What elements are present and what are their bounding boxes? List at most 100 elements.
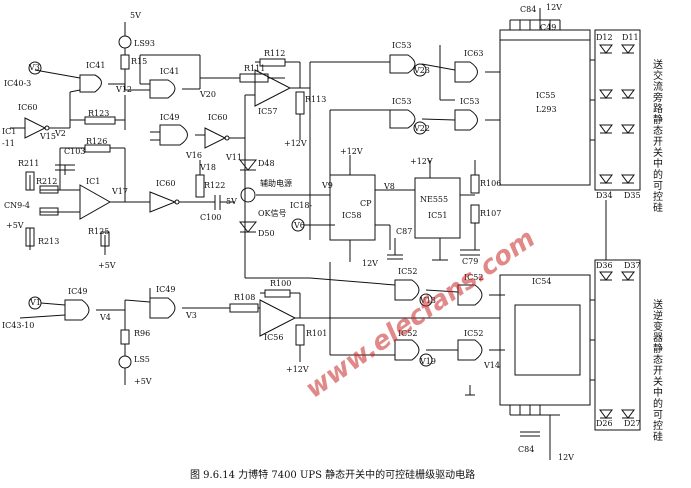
ic52-gate-a (394, 279, 420, 301)
label-12v-b: +12V (340, 147, 363, 156)
label-5v-d: 5V (226, 197, 237, 206)
label-d11: D11 (622, 33, 639, 42)
label-c84-bot: C84 (518, 445, 535, 454)
label-ic49-c: IC49 (156, 285, 176, 294)
ic63-gate (454, 61, 478, 83)
label-ne555: NE555 (420, 195, 449, 204)
label-aux: 辅助电源 (260, 179, 292, 188)
label-ic54: IC54 (532, 277, 552, 286)
label-r15: R15 (131, 57, 148, 66)
label-d27: D27 (624, 419, 641, 428)
label-d34: D34 (596, 191, 613, 200)
label-v19: V19 (420, 357, 436, 366)
label-d50: D50 (258, 229, 275, 238)
label-r213: R213 (38, 237, 60, 246)
ic52-gate-d (457, 339, 483, 361)
label-12v-e: +12V (286, 365, 309, 374)
label-v8: V8 (384, 182, 395, 191)
side-note-inverter: 送逆变器静态开关中的可控硅 (653, 300, 663, 443)
label-d37: D37 (624, 261, 641, 270)
ne555-chip (414, 177, 461, 239)
label-5v-c: +5V (98, 261, 116, 270)
label-v20: V20 (200, 90, 216, 99)
label-ic1-11: IC1 (2, 127, 17, 136)
label-ic1: IC1 (86, 177, 101, 186)
label-r111: R111 (244, 64, 266, 73)
label-v3: V3 (29, 63, 40, 72)
label-r126: R126 (86, 137, 108, 146)
label-ic41-b: IC41 (160, 67, 180, 76)
label-r125: R125 (88, 227, 110, 236)
label-ls5: LS5 (134, 355, 150, 364)
label-cp: CP (360, 199, 372, 208)
label-v6: V6 (294, 221, 305, 230)
label-v11: V11 (226, 153, 242, 162)
label-v18: V18 (200, 163, 216, 172)
label-v3-b: V3 (186, 311, 197, 320)
side-note-bypass: 送交流旁路静态开关中的可控硅 (653, 60, 663, 214)
label-r113: R113 (305, 95, 327, 104)
label-ic51: IC51 (428, 211, 448, 220)
label-r108: R108 (234, 293, 256, 302)
label-ic60-b: IC60 (208, 113, 228, 122)
label-ic43-10: IC43-10 (2, 321, 35, 330)
label-ic52-d: IC52 (464, 329, 484, 338)
label-v15: V15 (40, 132, 56, 141)
label-c84-top: C84 (520, 5, 537, 14)
label-d26: D26 (596, 419, 613, 428)
label-5v-top: 5V (130, 11, 141, 20)
label-12v-a: +12V (284, 139, 307, 148)
label-n11: -11 (2, 139, 15, 148)
label-ic60-c: IC60 (156, 179, 176, 188)
label-ic63: IC63 (464, 49, 484, 58)
label-12v-d: 12V (362, 259, 378, 268)
label-ic52-a: IC52 (398, 267, 418, 276)
ic53-gate-a (389, 54, 416, 74)
label-r112: R112 (264, 49, 286, 58)
label-v1: V1 (30, 298, 41, 307)
ic1-opamp (79, 184, 112, 220)
label-r107: R107 (480, 209, 502, 218)
label-v4: V4 (100, 313, 111, 322)
label-ic56: IC56 (264, 333, 284, 342)
label-c100: C100 (200, 213, 222, 222)
ic41-gate-b (149, 79, 176, 99)
label-12v-top: 12V (546, 3, 562, 12)
label-d48: D48 (258, 159, 275, 168)
label-ic52-b: IC52 (398, 329, 418, 338)
label-v17: V17 (112, 187, 128, 196)
ic49-gate-b (64, 299, 90, 321)
label-ic60-a: IC60 (18, 103, 38, 112)
label-12v-c: +12V (410, 157, 433, 166)
label-r122: R122 (204, 181, 226, 190)
label-d12: D12 (596, 33, 613, 42)
label-c79: C79 (462, 257, 479, 266)
label-r106: R106 (480, 179, 502, 188)
label-v2: V2 (55, 129, 66, 138)
label-ic18: IC18- (290, 201, 313, 210)
label-v22: V22 (414, 124, 430, 133)
label-12v-bot: 12V (558, 453, 574, 462)
figure-caption: 图 9.6.14 力博特 7400 UPS 静态开关中的可控硅栅级驱动电路 (190, 470, 476, 481)
ic54-chip (499, 274, 591, 406)
ic41-gate-a (79, 74, 102, 93)
label-r123: R123 (88, 109, 110, 118)
label-v13: V13 (420, 296, 436, 305)
label-d36: D36 (596, 261, 613, 270)
label-r96: R96 (134, 329, 151, 338)
label-v14: V14 (484, 361, 500, 370)
label-ic40-3: IC40-3 (4, 79, 32, 88)
label-r212: R212 (36, 177, 58, 186)
label-ls93: LS93 (134, 39, 155, 48)
label-ic53-c: IC53 (460, 97, 480, 106)
label-ic58: IC58 (342, 211, 362, 220)
ic56-opamp (259, 299, 297, 337)
label-v9: V9 (322, 181, 333, 190)
label-ic41-a: IC41 (86, 61, 106, 70)
label-v16: V16 (186, 151, 202, 160)
ic60-inverter-b (204, 127, 227, 149)
led-ls93 (118, 35, 132, 49)
ic52-gate-c (457, 284, 483, 306)
label-c103: C103 (64, 147, 86, 156)
